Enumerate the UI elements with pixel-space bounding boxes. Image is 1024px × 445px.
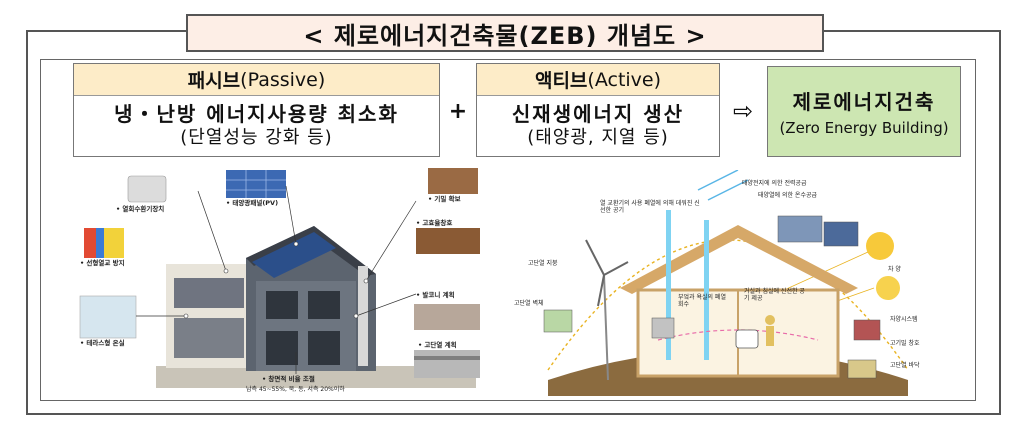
airtight-label: • 기밀 확보 — [428, 195, 461, 203]
passive-header: 패시브 (Passive) — [74, 64, 439, 96]
passive-label-ko: 패시브 — [187, 70, 241, 92]
balcony-label: • 발코니 계획 — [416, 291, 455, 299]
arrow-icon: ⇨ — [732, 97, 754, 125]
house-diagram-graphic — [543, 169, 909, 396]
zeb-title: 제로에너지건축 — [792, 90, 936, 114]
floor-label: 고단열 바닥 — [890, 362, 920, 369]
storage-label: 자양시스템 — [890, 316, 918, 323]
solar-heat-label: 태양열에 의한 온수공급 — [758, 192, 818, 199]
zeb-result-box: 제로에너지건축 (Zero Energy Building) — [767, 66, 961, 157]
ventilation-label: 열 교환기의 사용 폐열에 의해 데워진 신선한 공기 — [600, 200, 700, 215]
active-label-en: (Active) — [587, 68, 662, 91]
heat-recovery-label: 부엌과 욕실의 폐열 회수 — [678, 294, 726, 309]
window-ratio-note: 남측 45~55%, 북, 동, 서측 20%이하 — [246, 386, 345, 393]
pv-label: • 태양광패널(PV) — [226, 199, 279, 207]
windows-label: • 고효율창호 — [416, 219, 453, 227]
windows-label-right: 고기밀 창호 — [890, 340, 920, 347]
passive-label-en: (Passive) — [240, 68, 326, 91]
inner-frame — [40, 59, 976, 401]
fresh-air-label: 거실과 침실에 신선한 공기 제공 — [744, 288, 805, 303]
insulation-label: • 고단열 계획 — [418, 341, 457, 349]
terrace-label: • 테라스형 온실 — [80, 339, 125, 347]
active-house-diagram: 태양전지에 의한 전력공급 태양열에 의한 온수공급 열 교환기의 사용 폐열에… — [508, 169, 948, 396]
thermal-bridge-label: • 선형열교 방지 — [80, 259, 125, 267]
active-box: 액티브 (Active) 신재생에너지 생산 (태양광, 지열 등) — [476, 63, 720, 157]
active-line1: 신재생에너지 생산 — [511, 102, 685, 127]
roof-insulation-label: 고단열 지붕 — [528, 260, 558, 267]
hrv-label: • 열회수환기장치 — [116, 205, 165, 213]
zeb-subtitle: (Zero Energy Building) — [779, 119, 949, 137]
active-body: 신재생에너지 생산 (태양광, 지열 등) — [477, 96, 719, 156]
passive-line1: 냉・난방 에너지사용량 최소화 — [114, 102, 399, 127]
window-ratio-label: • 창면적 비율 조절 — [262, 375, 315, 383]
passive-body: 냉・난방 에너지사용량 최소화 (단열성능 강화 등) — [74, 96, 439, 156]
solar-power-label: 태양전지에 의한 전력공급 — [742, 180, 807, 187]
passive-house-photo: • 태양광패널(PV) • 기밀 확보 • 열회수환기장치 • 선형열교 방지 … — [76, 166, 494, 396]
active-header: 액티브 (Active) — [477, 64, 719, 96]
active-line2: (태양광, 지열 등) — [527, 127, 669, 149]
passive-line2: (단열성능 강화 등) — [180, 127, 333, 149]
wall-insulation-label: 고단열 벽체 — [514, 300, 544, 307]
shading-label: 차 양 — [888, 266, 901, 273]
house-photo-graphic — [76, 166, 494, 396]
page-title: < 제로에너지건축물(ZEB) 개념도 > — [186, 14, 824, 52]
plus-sign: + — [448, 98, 468, 124]
active-label-ko: 액티브 — [534, 70, 588, 92]
passive-box: 패시브 (Passive) 냉・난방 에너지사용량 최소화 (단열성능 강화 등… — [73, 63, 440, 157]
